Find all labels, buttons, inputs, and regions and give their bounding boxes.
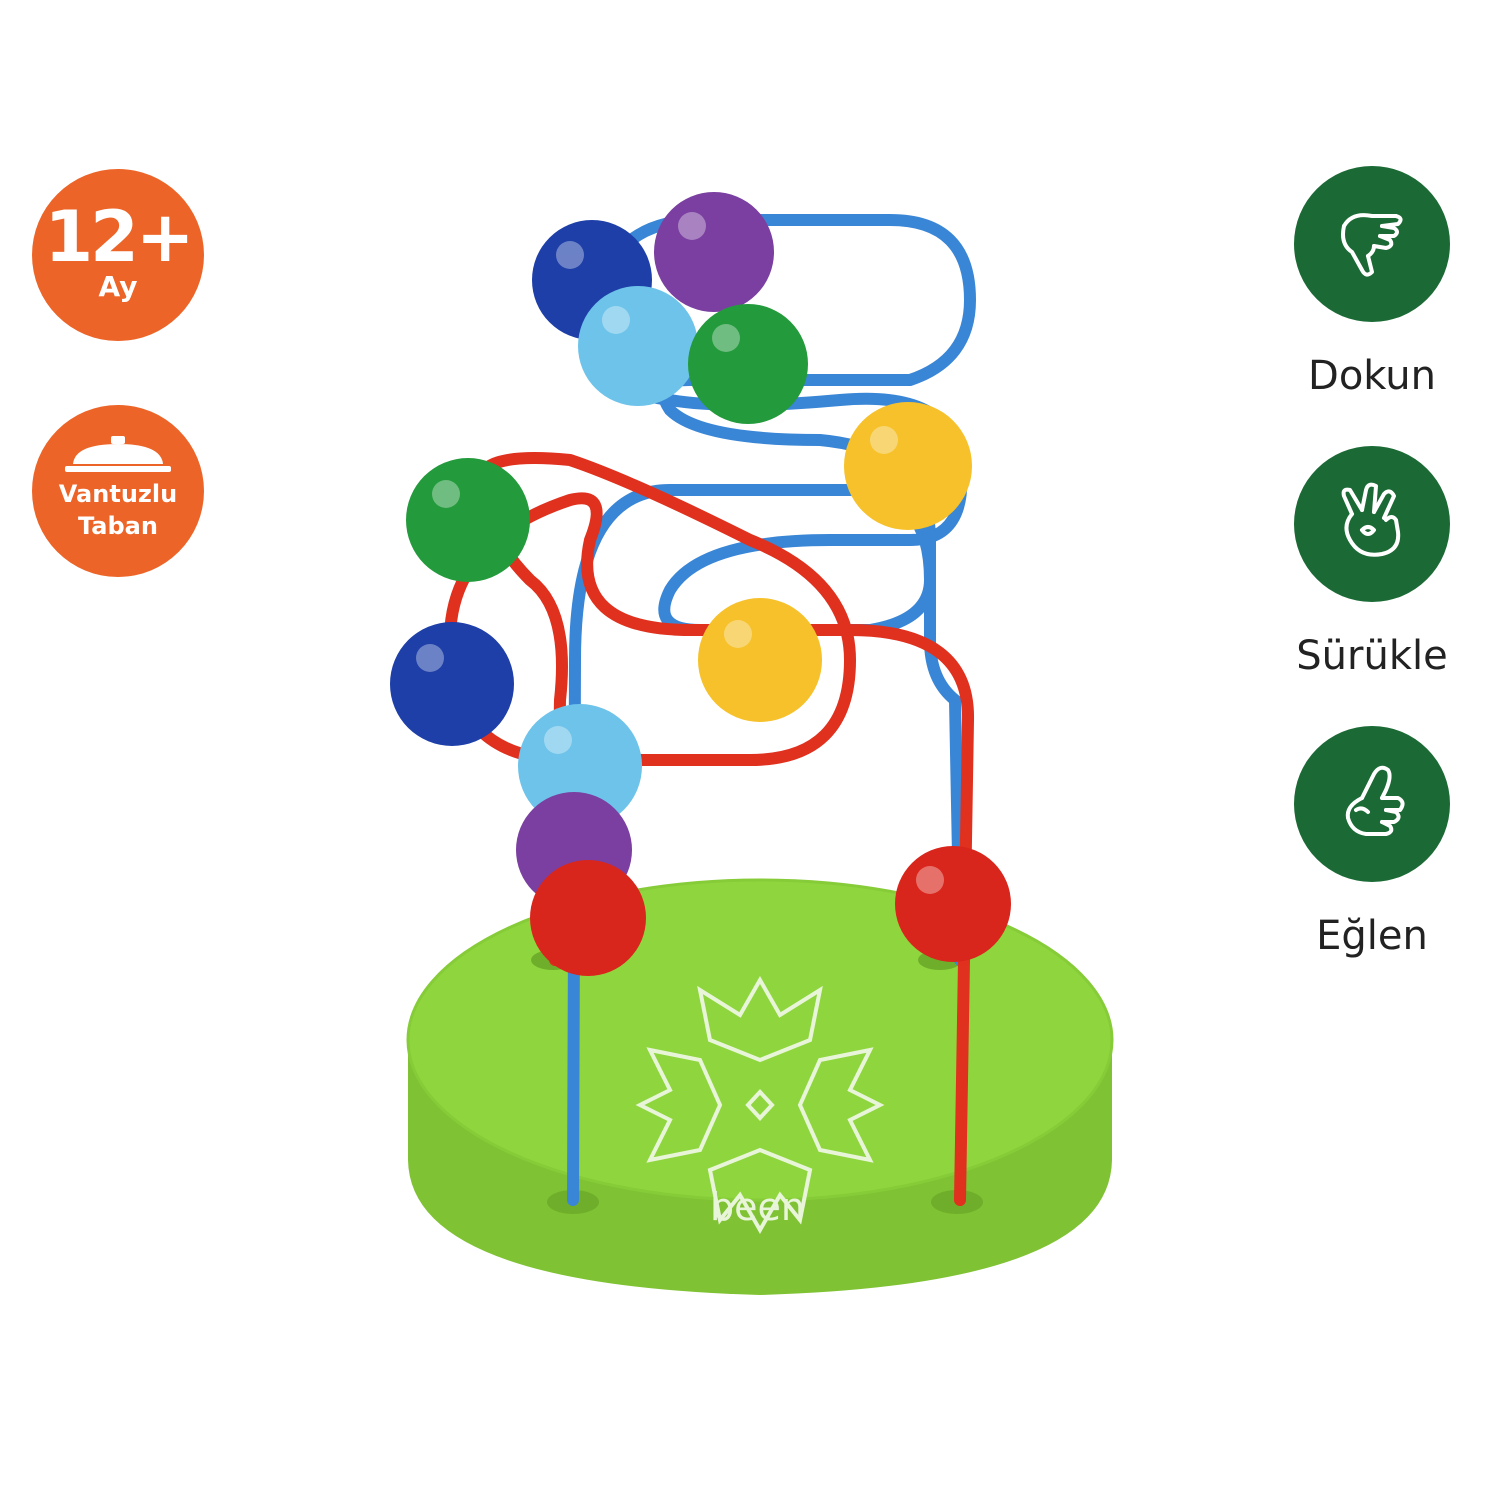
- bead-highlights: [416, 212, 944, 894]
- age-badge: 12+ Ay: [32, 169, 204, 341]
- bead-green-left: [406, 458, 530, 582]
- bead-purple-top: [654, 192, 774, 312]
- feature-label-fun: Eğlen: [1316, 913, 1428, 959]
- beads: [390, 192, 1011, 976]
- bead-yellow-mid: [698, 598, 822, 722]
- brand-name: been: [710, 1185, 805, 1229]
- age-number: 12+: [44, 196, 194, 278]
- suction-cup-icon: [65, 436, 171, 472]
- blue-wire: [567, 214, 977, 1206]
- feature-label-drag: Sürükle: [1296, 633, 1448, 679]
- suction-line-1: Vantuzlu: [58, 480, 178, 508]
- bead-red-right: [895, 846, 1011, 962]
- bead-maze-toy: been: [390, 192, 1114, 1295]
- touch-feature: [1294, 166, 1450, 322]
- bead-blue-left: [390, 622, 514, 746]
- drag-feature: [1294, 446, 1450, 602]
- bead-green-top: [688, 304, 808, 424]
- bead-lightblue-top: [578, 286, 698, 406]
- feature-label-touch: Dokun: [1308, 353, 1436, 399]
- bead-red-low: [530, 860, 646, 976]
- suction-base-badge: Vantuzlu Taban: [32, 405, 204, 577]
- fun-feature: [1294, 726, 1450, 882]
- suction-line-2: Taban: [78, 512, 158, 540]
- age-unit: Ay: [98, 270, 138, 303]
- drag-hand-icon: [1341, 482, 1401, 557]
- bead-yellow-top: [844, 402, 972, 530]
- bead-lightblue-mid: [518, 704, 642, 828]
- touch-hand-icon: [1341, 213, 1403, 277]
- thumbs-up-icon: [1345, 765, 1405, 836]
- brand-logo: [635, 975, 885, 1235]
